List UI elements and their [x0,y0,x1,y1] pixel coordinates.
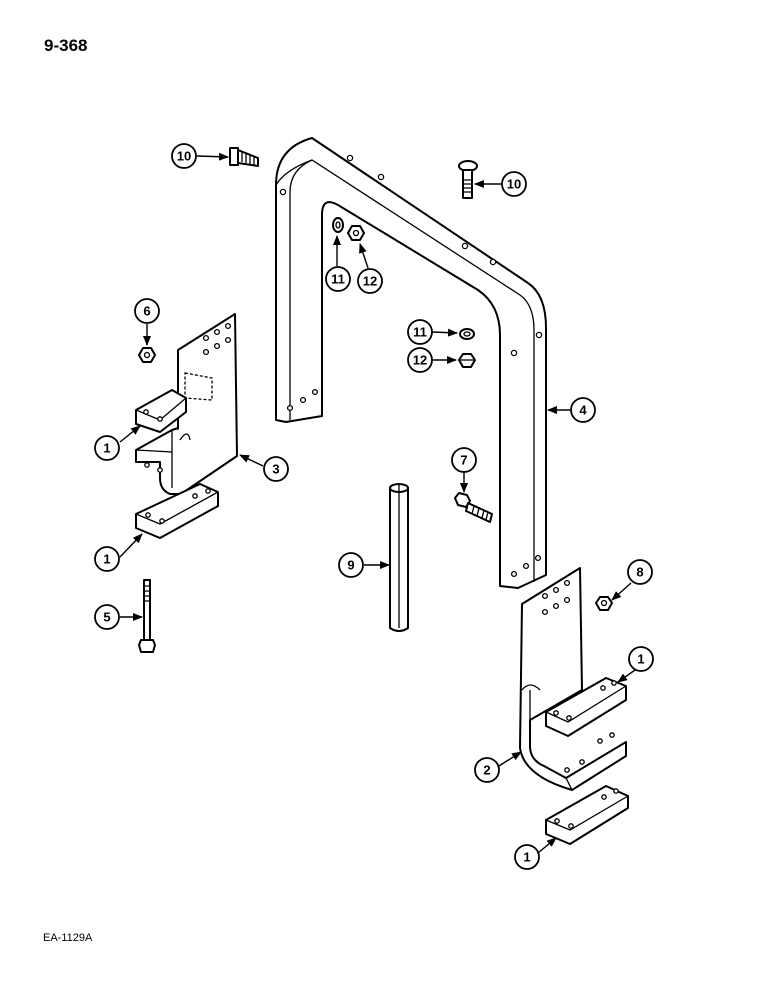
nut-part-6 [138,347,156,363]
right-bracket-part-2 [519,567,627,791]
callout-8: 8 [627,559,653,585]
page-number: 9-368 [44,36,88,55]
svg-text:6: 6 [143,304,150,319]
svg-text:2: 2 [483,763,490,778]
nut-part-12-top [347,225,365,241]
nut-part-8 [595,596,613,611]
spacer-plate-part-1-left-upper [135,389,187,433]
callout-1-left-lower: 1 [94,546,120,572]
nut-part-12-right [458,353,476,368]
spacer-plate-part-1-left-lower [135,483,219,539]
callout-1-right-lower: 1 [514,844,540,870]
svg-text:12: 12 [363,274,377,289]
callout-10-right: 10 [501,171,527,197]
callout-7: 7 [451,447,477,473]
svg-text:10: 10 [177,149,191,164]
callout-10-left: 10 [171,143,197,169]
leader-lines [119,152,639,854]
callout-1-right-upper: 1 [628,646,654,672]
frame-holes [279,154,543,578]
svg-text:1: 1 [523,850,530,865]
svg-text:8: 8 [636,565,643,580]
figure-code: EA-1129A [43,932,93,944]
svg-text:11: 11 [331,272,345,287]
callout-6: 6 [134,298,160,324]
rod-part-9 [389,483,409,632]
svg-text:4: 4 [579,403,587,418]
bolt-part-10-right [458,160,478,199]
svg-text:7: 7 [460,453,467,468]
callout-2: 2 [474,757,500,783]
bolt-part-7 [454,492,493,523]
svg-text:3: 3 [272,462,279,477]
callout-3: 3 [263,456,289,482]
callout-4: 4 [570,397,596,423]
svg-text:1: 1 [103,552,110,567]
svg-text:5: 5 [103,610,110,625]
callout-11-top: 11 [325,266,351,292]
u-frame-part-4 [275,137,547,589]
callout-9: 9 [338,552,364,578]
callout-5: 5 [94,604,120,630]
callout-12-right: 12 [407,347,433,373]
washer-part-11-top [332,217,344,233]
callout-12-top: 12 [357,268,383,294]
svg-text:1: 1 [637,652,644,667]
washer-part-11-right [459,328,475,340]
spacer-plate-part-1-right-upper [545,677,627,737]
svg-text:1: 1 [103,441,110,456]
bolt-part-10-left [229,147,259,167]
spacer-plate-part-1-right-lower [545,785,629,845]
callouts: 10 10 11 12 6 11 12 4 1 3 7 1 9 8 5 1 2 … [94,143,654,870]
svg-text:11: 11 [413,325,427,340]
svg-text:10: 10 [507,177,521,192]
svg-text:9: 9 [347,558,354,573]
callout-11-right: 11 [407,319,433,345]
svg-text:12: 12 [413,353,427,368]
bolt-part-5 [138,579,156,653]
callout-1-left-upper: 1 [94,435,120,461]
